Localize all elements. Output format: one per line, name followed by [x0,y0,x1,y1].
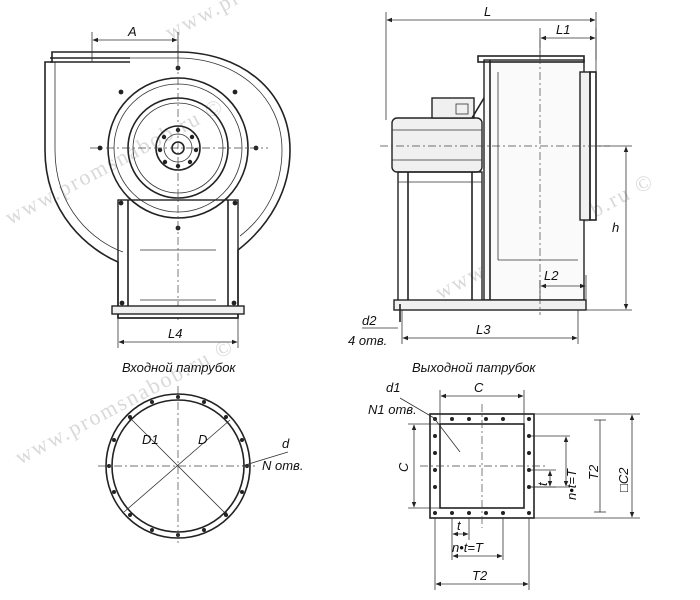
motor-body [391,117,483,173]
outlet-bolt-holes [433,417,531,515]
dim-n1-holes-label: N1 отв. [368,402,417,417]
dim-c2-label: □C2 [616,467,631,492]
dim-t2-side-label: T2 [586,464,601,480]
outlet-caption: Выходной патрубок [412,360,536,375]
watermark-text: www.promsnabob.ru © [1,93,229,230]
fan-housing [483,59,585,301]
dim-d1-label: d1 [386,380,400,395]
dim-small-d-label: d [282,436,290,451]
outlet-flange-view: Выходной патрубок d1 N1 отв. C [368,360,640,590]
side-view: L L1 h L2 L3 d2 4 отв. [348,4,632,348]
hub-bolts [157,127,199,169]
dim-a-label: A [127,24,137,39]
inlet-flange-view: Входной патрубок D1 D d N отв. [98,360,303,546]
base-plate [111,305,245,315]
dim-d2-label: d2 [362,313,377,328]
front-view: A L4 [44,24,291,348]
dim-l2-label: L2 [544,268,559,283]
dim-d-label: D [198,432,207,447]
dim-d1-label: D1 [142,432,159,447]
volute-casing [44,51,291,319]
dim-d2-holes-label: 4 отв. [348,333,387,348]
dim-nt-side-label: n•t=T [564,468,579,500]
dim-l4-label: L4 [168,326,182,341]
inlet-caption: Входной патрубок [122,360,236,375]
dim-n-holes-label: N отв. [262,458,303,473]
dim-t2-bottom-label: T2 [472,568,488,583]
dim-l3-label: L3 [476,322,491,337]
dim-l-label: L [484,4,491,19]
watermark-text: www.promsnabob.ru © [161,0,389,44]
motor-terminal-box [431,97,475,119]
dim-h-label: h [612,220,619,235]
dim-l1-label: L1 [556,22,570,37]
dim-t-side-label: t [535,481,550,486]
dim-t-bottom-label: t [457,518,462,533]
dim-c-top-label: C [474,380,484,395]
outlet-flange [477,55,585,63]
dim-c-left-label: C [396,462,411,472]
dim-nt-bottom-label: n•t=T [452,540,484,555]
stand-frame [117,199,239,319]
housing-bolts [97,65,259,231]
side-base-plate [393,299,587,311]
